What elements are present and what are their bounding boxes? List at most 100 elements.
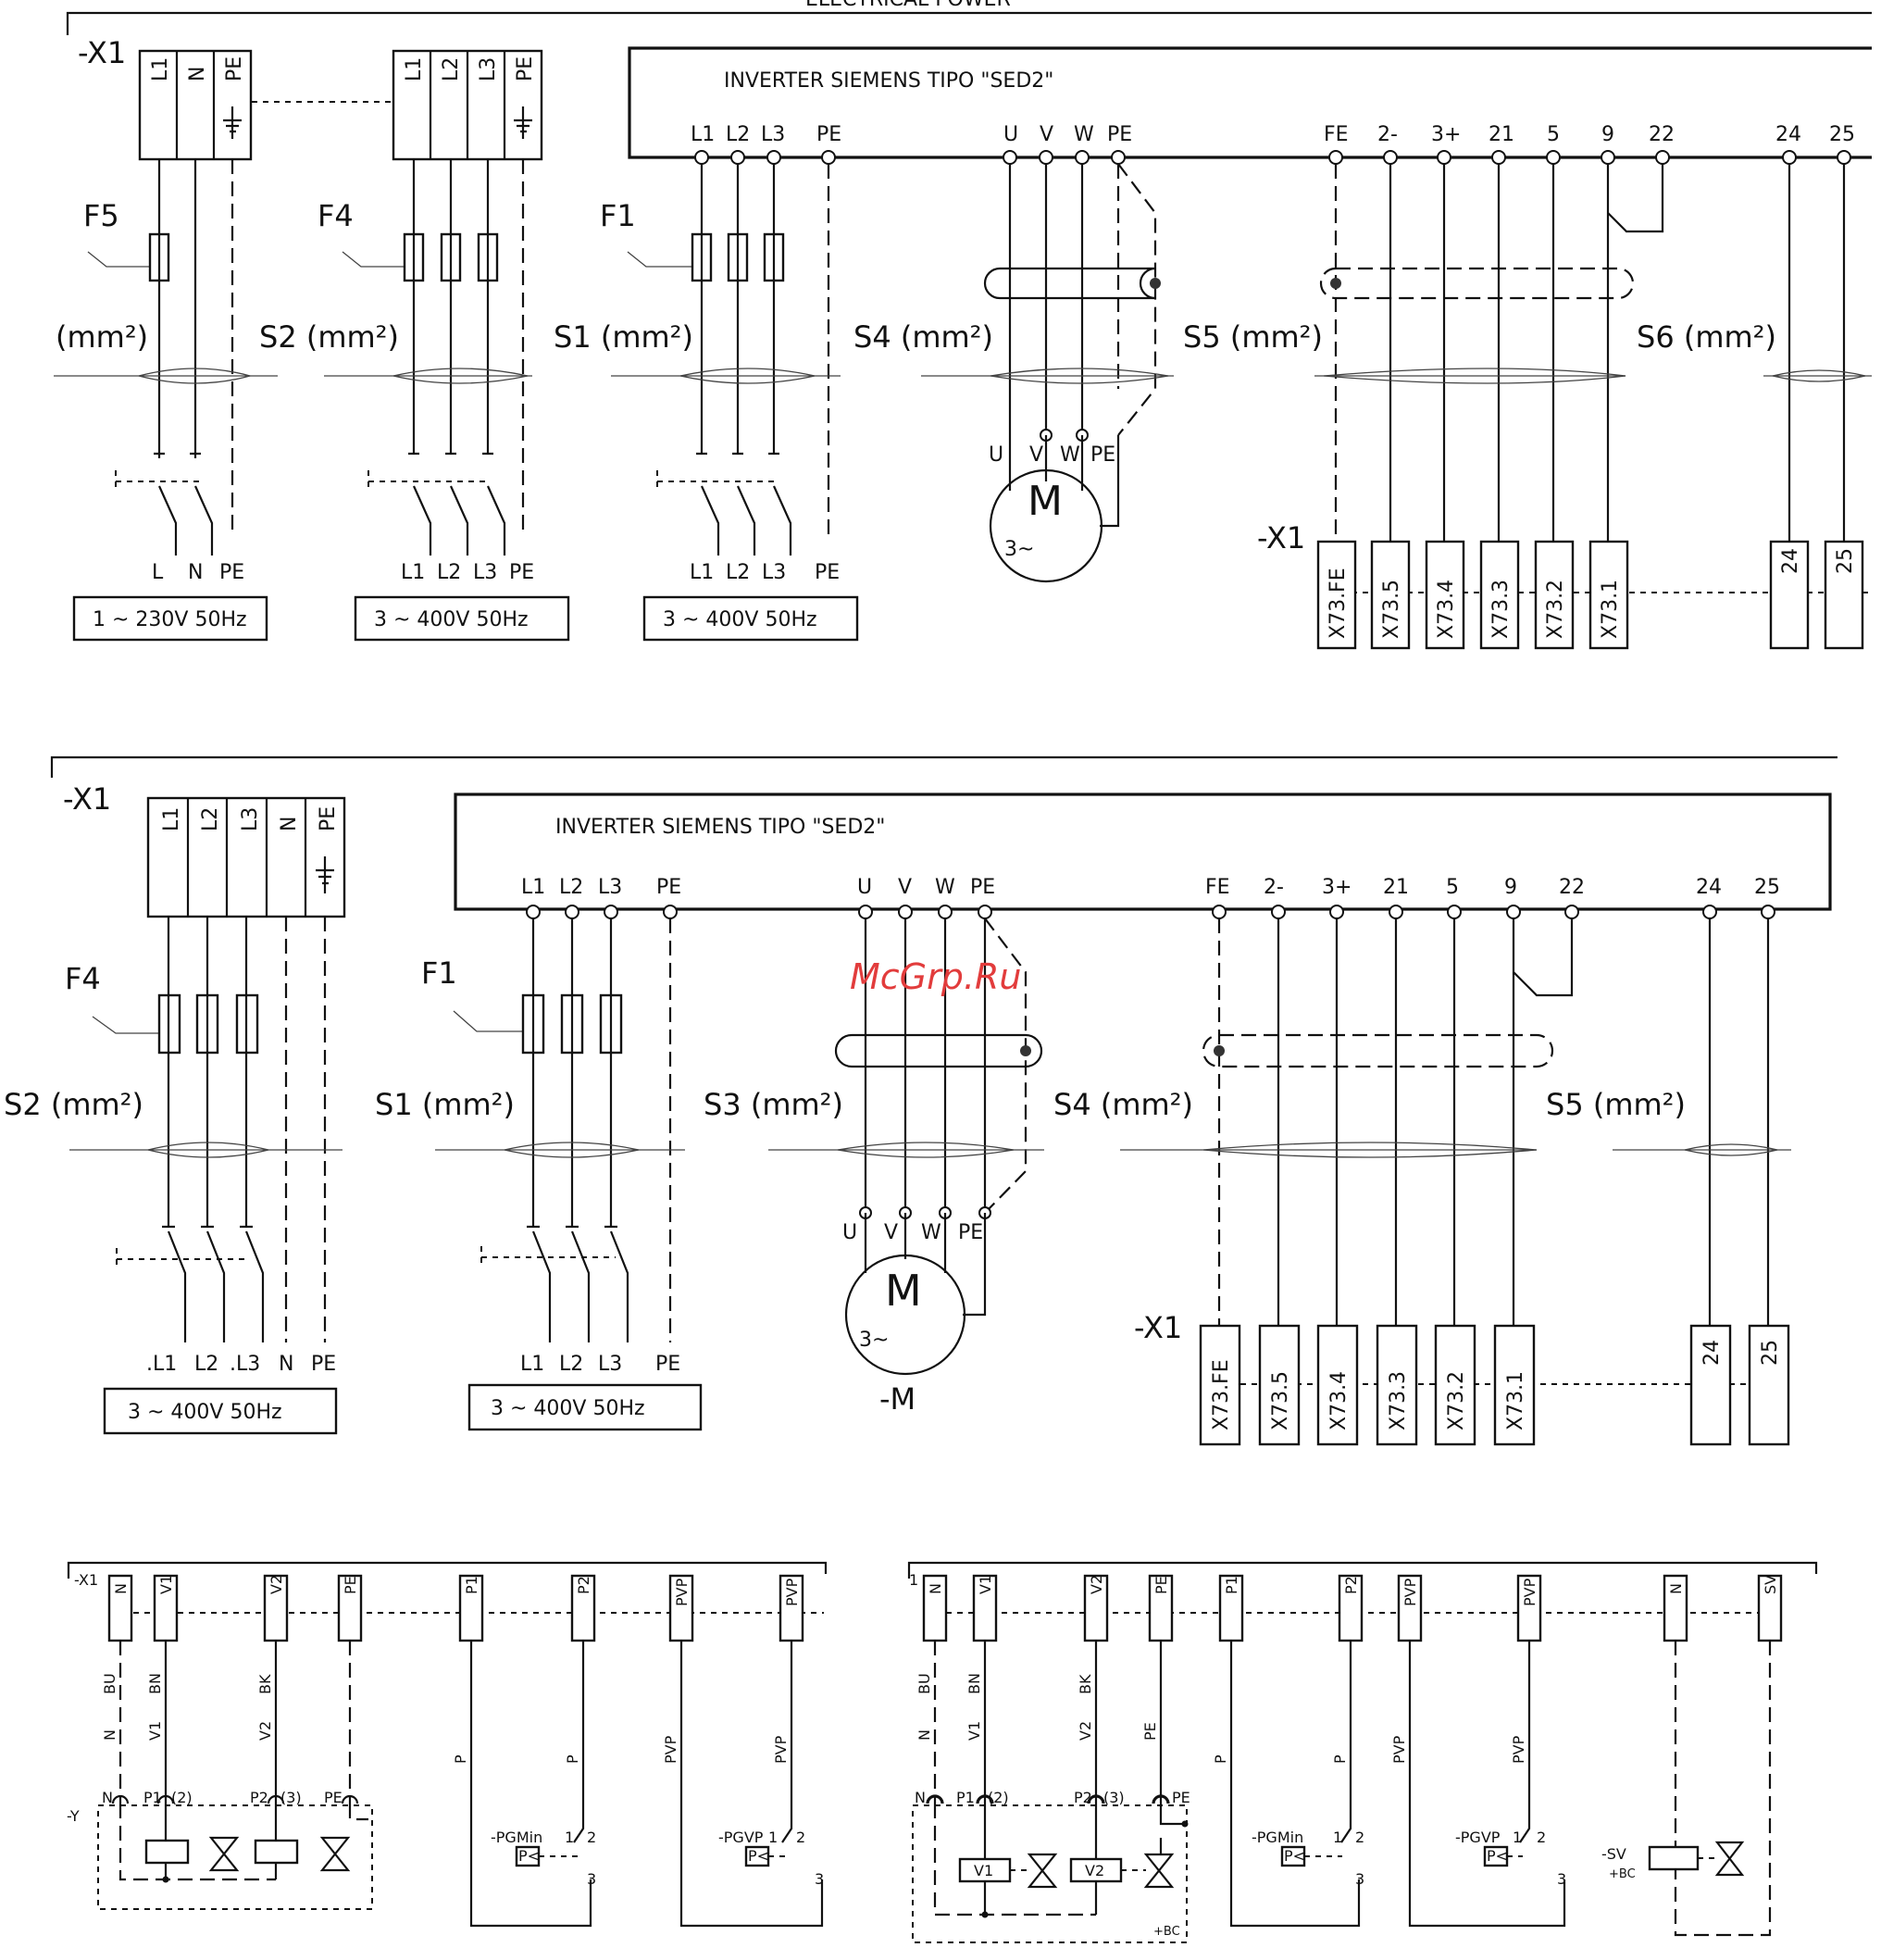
svg-text:X73.1: X73.1 bbox=[1599, 580, 1622, 639]
svg-text:9: 9 bbox=[1504, 876, 1517, 899]
svg-text:3: 3 bbox=[1557, 1870, 1566, 1888]
motor-mid: U V W PE M 3~ -M bbox=[842, 1206, 991, 1417]
svg-text:21: 21 bbox=[1383, 876, 1409, 899]
svg-text:PE: PE bbox=[958, 1221, 983, 1244]
svg-text:PVP: PVP bbox=[772, 1735, 790, 1764]
svg-text:X73.1: X73.1 bbox=[1504, 1371, 1527, 1430]
svg-text:P<: P< bbox=[1284, 1847, 1305, 1865]
svg-text:PVP: PVP bbox=[1510, 1735, 1527, 1764]
svg-text:U: U bbox=[857, 876, 872, 899]
svg-text:PE: PE bbox=[219, 561, 244, 584]
svg-text:(mm²): (mm²) bbox=[56, 319, 148, 355]
watermark: McGrp.Ru bbox=[850, 956, 1021, 997]
svg-text:(3): (3) bbox=[280, 1789, 302, 1806]
svg-text:SV: SV bbox=[1762, 1575, 1779, 1594]
fuse-symbols-top bbox=[87, 232, 785, 282]
wires-mid bbox=[167, 917, 1770, 1342]
mid-frame-line bbox=[50, 755, 1837, 778]
svg-text:N: N bbox=[101, 1729, 118, 1741]
svg-text:1: 1 bbox=[1333, 1829, 1342, 1846]
svg-text:W: W bbox=[935, 876, 955, 899]
svg-text:P<: P< bbox=[748, 1847, 769, 1865]
svg-text:PVP: PVP bbox=[662, 1735, 679, 1764]
ground-icon bbox=[223, 106, 242, 139]
main-switches-mid bbox=[116, 1225, 629, 1342]
svg-text:L1: L1 bbox=[690, 561, 714, 584]
svg-text:L2: L2 bbox=[194, 1353, 218, 1376]
svg-text:PE: PE bbox=[1152, 1576, 1170, 1594]
svg-text:S2 (mm²): S2 (mm²) bbox=[259, 319, 399, 355]
svg-text:22: 22 bbox=[1559, 876, 1585, 899]
svg-text:3~: 3~ bbox=[1004, 538, 1034, 561]
svg-text:1 ~ 230V 50Hz: 1 ~ 230V 50Hz bbox=[93, 608, 247, 631]
svg-text:1: 1 bbox=[565, 1829, 574, 1846]
cable-shields-mid bbox=[834, 1033, 1554, 1068]
svg-text:V1: V1 bbox=[157, 1575, 175, 1594]
bl-wires bbox=[118, 1641, 824, 1928]
svg-text:V1: V1 bbox=[146, 1721, 164, 1741]
svg-text:BN: BN bbox=[965, 1673, 983, 1694]
svg-text:BU: BU bbox=[916, 1673, 933, 1694]
fuse-f4-label-mid: F4 bbox=[65, 961, 101, 996]
svg-text:P2: P2 bbox=[250, 1789, 268, 1806]
svg-text:P<: P< bbox=[1487, 1847, 1508, 1865]
svg-text:2: 2 bbox=[1537, 1829, 1546, 1846]
svg-text:S1 (mm²): S1 (mm²) bbox=[375, 1087, 515, 1122]
svg-text:3 ~ 400V 50Hz: 3 ~ 400V 50Hz bbox=[663, 608, 817, 631]
svg-text:22: 22 bbox=[1649, 123, 1675, 146]
svg-text:+BC: +BC bbox=[1609, 1867, 1636, 1881]
svg-text:L2: L2 bbox=[559, 876, 583, 899]
svg-text:L3: L3 bbox=[598, 876, 622, 899]
svg-text:PVP: PVP bbox=[1390, 1735, 1408, 1764]
top-diagram: ELECTRICAL POWER -X1 L1 N PE L1 L2 L3 PE bbox=[54, 0, 1872, 650]
svg-text:X73.2: X73.2 bbox=[1445, 1371, 1468, 1430]
svg-text:L3: L3 bbox=[239, 807, 262, 831]
top-frame-line bbox=[66, 11, 1872, 35]
inverter-title-top: INVERTER SIEMENS TIPO "SED2" bbox=[724, 69, 1053, 93]
svg-text:.L3: .L3 bbox=[230, 1353, 260, 1376]
svg-text:S4 (mm²): S4 (mm²) bbox=[853, 319, 993, 355]
svg-text:25: 25 bbox=[1829, 123, 1855, 146]
svg-text:N: N bbox=[1667, 1583, 1685, 1594]
br-pressure-switches: -PGMin 1 2 3 P< -PGVP 1 2 3 P< -SV +BC bbox=[1252, 1829, 1745, 1888]
svg-text:W: W bbox=[1060, 443, 1080, 467]
svg-text:25: 25 bbox=[1754, 876, 1780, 899]
mid-x1-label: -X1 bbox=[63, 781, 111, 817]
svg-text:BU: BU bbox=[101, 1673, 118, 1694]
svg-text:-Y: -Y bbox=[67, 1807, 80, 1825]
svg-text:L3: L3 bbox=[477, 57, 500, 81]
svg-text:PE: PE bbox=[1141, 1722, 1159, 1741]
svg-text:V: V bbox=[884, 1221, 898, 1244]
fuse-f1-label: F1 bbox=[600, 198, 636, 233]
svg-text:N: N bbox=[915, 1789, 926, 1806]
svg-text:X73.4: X73.4 bbox=[1327, 1371, 1351, 1430]
svg-text:PE: PE bbox=[223, 56, 246, 81]
svg-text:5: 5 bbox=[1547, 123, 1560, 146]
section-labels-mid: S2 (mm²) S1 (mm²) S3 (mm²) S4 (mm²) S5 (… bbox=[4, 1087, 1791, 1158]
svg-text:PE: PE bbox=[342, 1576, 359, 1594]
svg-text:N: N bbox=[188, 561, 203, 584]
svg-text:PE: PE bbox=[1172, 1789, 1190, 1806]
svg-text:-PGMin: -PGMin bbox=[1252, 1829, 1303, 1846]
svg-text:PE: PE bbox=[1107, 123, 1132, 146]
svg-text:(2): (2) bbox=[171, 1789, 193, 1806]
main-switches-top bbox=[115, 452, 792, 556]
svg-text:PVP: PVP bbox=[673, 1578, 691, 1606]
svg-text:X73.3: X73.3 bbox=[1489, 580, 1513, 639]
svg-text:N: N bbox=[102, 1789, 113, 1806]
svg-text:P1: P1 bbox=[1223, 1576, 1240, 1594]
cable-shields-top bbox=[983, 267, 1635, 300]
svg-text:X73.3: X73.3 bbox=[1387, 1371, 1410, 1430]
svg-text:V1: V1 bbox=[974, 1862, 993, 1879]
inverter-title-mid: INVERTER SIEMENS TIPO "SED2" bbox=[555, 816, 885, 839]
svg-text:PE: PE bbox=[970, 876, 995, 899]
svg-text:3: 3 bbox=[587, 1870, 596, 1888]
svg-text:L2: L2 bbox=[440, 57, 463, 81]
svg-text:BK: BK bbox=[1077, 1674, 1094, 1694]
bl-terminals: N V1 V2 PE P1 P2 PVP PVP bbox=[107, 1574, 804, 1642]
svg-text:P: P bbox=[1331, 1754, 1349, 1764]
svg-text:3: 3 bbox=[1355, 1870, 1364, 1888]
svg-text:1: 1 bbox=[768, 1829, 778, 1846]
switch-labels-mid: .L1 L2 .L3 N PE L1 L2 L3 PE bbox=[146, 1353, 680, 1376]
